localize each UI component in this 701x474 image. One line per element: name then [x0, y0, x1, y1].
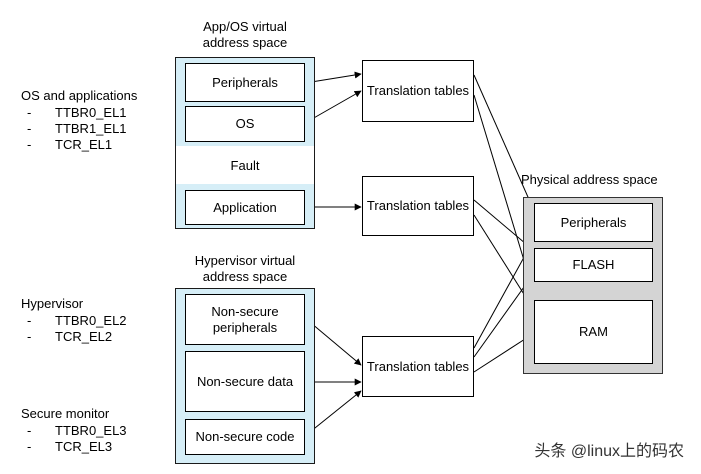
- hyp-ns-peripherals-label-line2: peripherals: [212, 319, 278, 335]
- dash-bullet: -: [27, 137, 32, 152]
- dash-bullet: -: [27, 121, 32, 136]
- hyp-ns-data-region: Non-secure data: [185, 351, 305, 412]
- watermark-text: 头条 @linux上的码农: [531, 436, 687, 462]
- dash-bullet: -: [27, 329, 32, 344]
- dash-bullet: -: [27, 423, 32, 438]
- phys-ram-region: RAM: [534, 300, 653, 364]
- dash-bullet: -: [27, 439, 32, 454]
- hyp-space-title-line1: Hypervisor virtual: [194, 253, 296, 268]
- app-os-application-label: Application: [213, 199, 277, 215]
- hyp-ns-code-label: Non-secure code: [195, 429, 295, 444]
- app-os-space-title-line2: address space: [202, 35, 288, 50]
- physical-space-title: Physical address space: [521, 172, 658, 187]
- reg-tcr-el1: TCR_EL1: [55, 137, 113, 152]
- secure-monitor-label: Secure monitor: [21, 406, 110, 421]
- dash-bullet: -: [27, 313, 32, 328]
- reg-tcr-el3: TCR_EL3: [55, 439, 113, 454]
- reg-ttbr0-el1: TTBR0_EL1: [55, 105, 127, 120]
- translation-tables-2-label: Translation tables: [366, 198, 470, 213]
- hyp-ns-peripherals-region: Non-secure peripherals: [185, 294, 305, 345]
- hyp-ns-peripherals-label-line1: Non-secure: [211, 303, 279, 319]
- translation-tables-3: Translation tables: [362, 336, 474, 397]
- phys-peripherals-region: Peripherals: [534, 203, 653, 242]
- translation-tables-3-label: Translation tables: [366, 358, 470, 374]
- reg-ttbr0-el3: TTBR0_EL3: [55, 423, 127, 438]
- hyp-ns-code-region: Non-secure code: [185, 419, 305, 455]
- app-os-fault-label: Fault: [230, 157, 260, 173]
- hypervisor-label: Hypervisor: [21, 296, 84, 311]
- translation-tables-1-label: Translation tables: [366, 83, 470, 98]
- hyp-space-title-line2: address space: [202, 269, 288, 284]
- app-os-os-region: OS: [185, 106, 305, 142]
- app-os-os-label: OS: [235, 116, 255, 131]
- app-os-peripherals-region: Peripherals: [185, 63, 305, 102]
- translation-tables-1: Translation tables: [362, 60, 474, 122]
- app-os-peripherals-label: Peripherals: [212, 74, 278, 90]
- dash-bullet: -: [27, 105, 32, 120]
- phys-flash-region: FLASH: [534, 248, 653, 282]
- reg-tcr-el2: TCR_EL2: [55, 329, 113, 344]
- phys-peripherals-label: Peripherals: [560, 214, 627, 230]
- app-os-application-region: Application: [185, 190, 305, 225]
- hyp-ns-data-label: Non-secure data: [196, 373, 294, 389]
- reg-ttbr0-el2: TTBR0_EL2: [55, 313, 127, 328]
- reg-ttbr1-el1: TTBR1_EL1: [55, 121, 127, 136]
- app-os-space-title-line1: App/OS virtual: [203, 19, 287, 34]
- phys-flash-label: FLASH: [572, 257, 615, 272]
- phys-ram-label: RAM: [579, 324, 608, 339]
- app-os-fault-region: Fault: [176, 146, 314, 184]
- os-apps-label: OS and applications: [21, 88, 138, 103]
- translation-tables-2: Translation tables: [362, 176, 474, 236]
